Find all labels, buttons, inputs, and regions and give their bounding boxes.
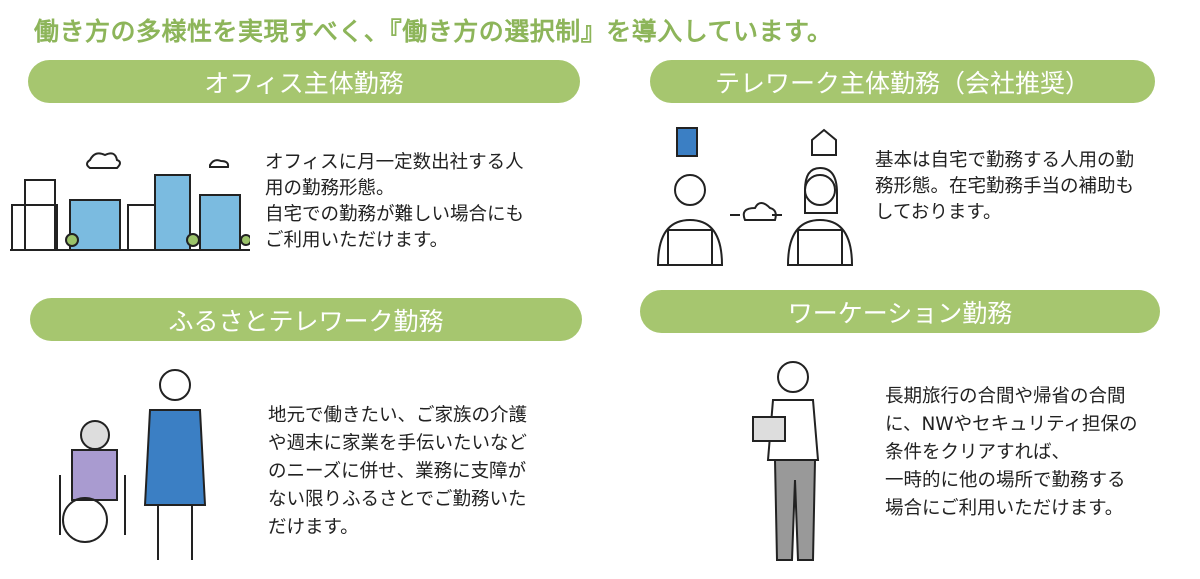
- heading-workation: ワーケーション勤務: [640, 290, 1160, 333]
- workation-person-illustration: [752, 361, 820, 561]
- heading-office: オフィス主体勤務: [28, 60, 580, 103]
- heading-telework: テレワーク主体勤務（会社推奨）: [650, 60, 1155, 103]
- telework-description: 基本は自宅で勤務する人用の勤 務形態。在宅勤務手当の補助も しております。: [875, 150, 1135, 223]
- page-title: 働き方の多様性を実現すべく、『働き方の選択制』を導入しています。: [34, 17, 833, 46]
- workation-description: 長期旅行の合間や帰省の合間 に、NWやセキュリティ担保の 条件をクリアすれば、 …: [885, 386, 1138, 519]
- telework-people-illustration: [656, 127, 854, 266]
- heading-furusato: ふるさとテレワーク勤務: [30, 298, 582, 341]
- furusato-description: 地元で働きたい、ご家族の介護 や週末に家業を手伝いたいなど のニーズに併せ、業務…: [268, 405, 528, 538]
- care-illustration: [59, 369, 207, 560]
- office-buildings-illustration: [10, 152, 250, 251]
- office-description: オフィスに月一定数出社する人 用の勤務形態。 自宅での勤務が難しい場合にも ご利…: [265, 152, 525, 251]
